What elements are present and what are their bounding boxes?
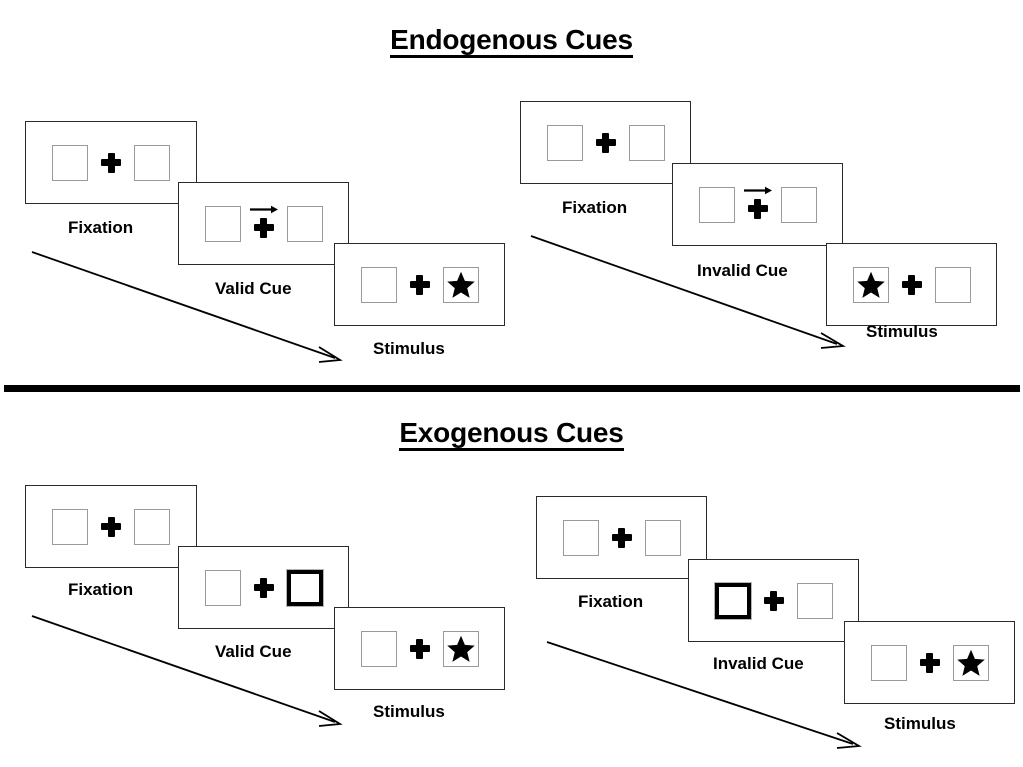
placeholder-box-left <box>204 205 241 242</box>
placeholder-box-right <box>628 124 665 161</box>
plus-cross-icon <box>409 274 430 295</box>
placeholder-box-right <box>134 144 170 181</box>
placeholder-box-right <box>934 266 971 303</box>
trial-frame-endogenous-valid-cue <box>178 182 349 265</box>
arrow-right-icon <box>249 204 279 215</box>
placeholder-box-right <box>796 582 833 619</box>
stage-label-endogenous-valid-fixation: Fixation <box>68 218 134 237</box>
target-box-left <box>852 266 889 303</box>
placeholder-box-right <box>286 205 323 242</box>
time-flow-arrow-icon-exogenous-valid <box>28 612 348 732</box>
trial-frame-exogenous-valid-stimulus <box>334 607 505 690</box>
star-icon <box>956 648 986 678</box>
plus-cross-icon <box>253 217 274 238</box>
plus-cross-icon <box>595 132 616 153</box>
plus-cross-icon <box>747 198 768 219</box>
time-flow-arrow-icon-endogenous-valid <box>28 248 348 368</box>
placeholder-box-left <box>698 186 735 223</box>
placeholder-box-left <box>360 266 397 303</box>
trial-frame-endogenous-invalid-stimulus <box>826 243 997 326</box>
star-icon <box>856 270 886 300</box>
plus-cross-icon <box>611 527 632 548</box>
trial-frame-endogenous-valid-stimulus <box>334 243 505 326</box>
trial-frame-endogenous-invalid-fixation <box>520 101 691 184</box>
plus-cross-icon <box>763 590 784 611</box>
trial-frame-exogenous-valid-fixation <box>25 485 197 568</box>
stage-label-endogenous-invalid-cue: Invalid Cue <box>697 261 788 280</box>
stage-label-exogenous-valid-fixation: Fixation <box>68 580 134 599</box>
section-divider <box>4 385 1020 392</box>
trial-frame-exogenous-invalid-fixation <box>536 496 707 579</box>
section-title-exogenous: Exogenous Cues <box>0 417 1023 452</box>
plus-cross-icon <box>919 652 940 673</box>
trial-frame-endogenous-valid-fixation <box>25 121 197 204</box>
placeholder-box-left <box>870 644 907 681</box>
target-box-right <box>442 630 479 667</box>
cue-arrow-group <box>249 205 278 242</box>
section-title-endogenous-text: Endogenous Cues <box>390 25 633 59</box>
plus-cross-icon <box>101 516 121 537</box>
placeholder-box-left <box>52 508 88 545</box>
stage-label-exogenous-valid-cue: Valid Cue <box>215 642 292 661</box>
stage-label-endogenous-invalid-fixation: Fixation <box>562 198 628 217</box>
stage-label-endogenous-valid-stimulus: Stimulus <box>373 339 445 358</box>
stage-label-endogenous-valid-cue: Valid Cue <box>215 279 292 298</box>
cue-arrow-group <box>743 186 772 223</box>
placeholder-box-left <box>204 569 241 606</box>
plus-cross-icon <box>253 577 274 598</box>
target-box-right <box>952 644 989 681</box>
plus-cross-icon <box>101 152 121 173</box>
placeholder-box-left <box>360 630 397 667</box>
stage-label-exogenous-invalid-stimulus: Stimulus <box>884 714 956 733</box>
cued-box-left <box>713 581 752 620</box>
star-icon <box>446 634 476 664</box>
stage-label-exogenous-valid-stimulus: Stimulus <box>373 702 445 721</box>
trial-frame-exogenous-invalid-stimulus <box>844 621 1015 704</box>
placeholder-box-left <box>52 144 88 181</box>
time-flow-arrow-icon-endogenous-invalid <box>527 232 857 362</box>
placeholder-box-left <box>562 519 599 556</box>
time-flow-arrow-icon-exogenous-invalid <box>543 638 873 758</box>
section-title-exogenous-text: Exogenous Cues <box>399 418 624 452</box>
trial-frame-exogenous-valid-cue <box>178 546 349 629</box>
placeholder-box-right <box>644 519 681 556</box>
section-title-endogenous: Endogenous Cues <box>0 24 1023 59</box>
trial-frame-endogenous-invalid-cue <box>672 163 843 246</box>
plus-cross-icon <box>409 638 430 659</box>
stage-label-exogenous-invalid-fixation: Fixation <box>578 592 644 611</box>
stage-label-endogenous-invalid-stimulus: Stimulus <box>866 322 938 341</box>
plus-cross-icon <box>901 274 922 295</box>
cued-box-right <box>285 568 324 607</box>
trial-frame-exogenous-invalid-cue <box>688 559 859 642</box>
star-icon <box>446 270 476 300</box>
arrow-right-icon <box>743 185 773 196</box>
stage-label-exogenous-invalid-cue: Invalid Cue <box>713 654 804 673</box>
placeholder-box-right <box>780 186 817 223</box>
target-box-right <box>442 266 479 303</box>
placeholder-box-left <box>546 124 583 161</box>
placeholder-box-right <box>134 508 170 545</box>
